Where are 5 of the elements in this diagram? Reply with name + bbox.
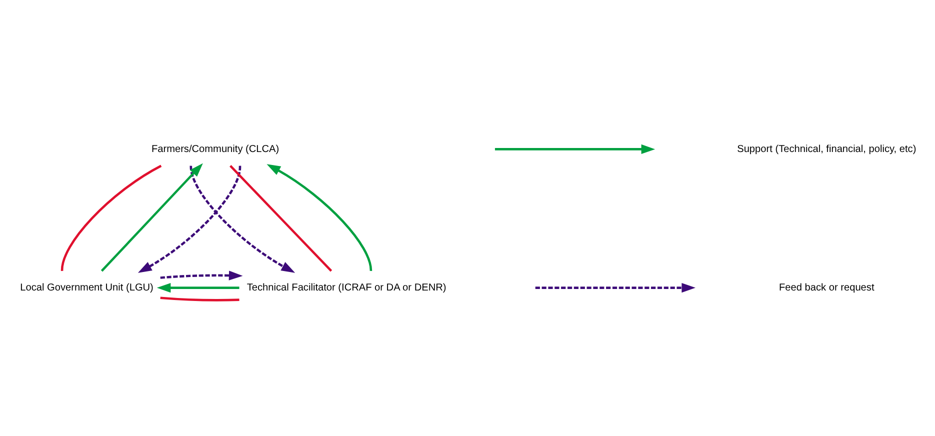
- node-text: Farmers/Community (CLCA): [151, 143, 280, 154]
- node-text: Technical Facilitator (ICRAF or DA or DENR): [246, 282, 446, 293]
- node-text: Local Government Unit (LGU): [20, 282, 154, 293]
- legend-label: Support (Technical, financial, policy, etc): [737, 143, 916, 154]
- legend-label: Feed back or request: [779, 282, 874, 293]
